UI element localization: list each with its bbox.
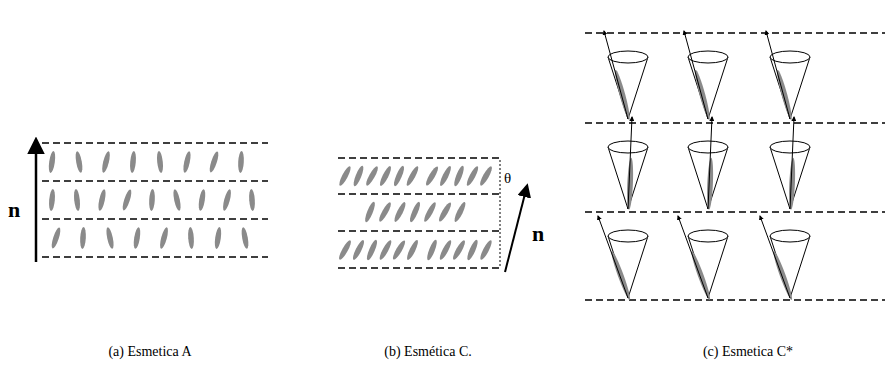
molecule — [208, 151, 220, 174]
director-label: n — [8, 198, 20, 222]
molecule — [365, 239, 379, 261]
molecule — [172, 189, 182, 212]
molecule — [465, 239, 479, 261]
molecule — [352, 165, 365, 187]
molecule — [478, 239, 493, 261]
molecule — [452, 165, 465, 188]
molecule — [97, 189, 107, 212]
cone-rim — [770, 141, 810, 153]
dipole-arrow — [604, 31, 628, 119]
molecule — [392, 165, 406, 187]
molecule — [775, 69, 794, 121]
molecule — [451, 239, 467, 261]
molecule — [351, 239, 366, 261]
director-arrow — [35, 140, 38, 262]
molecule — [221, 189, 232, 212]
molecule — [453, 201, 468, 223]
molecule — [129, 151, 136, 173]
layer-lines — [42, 33, 885, 300]
molecules — [48, 151, 494, 262]
molecule — [363, 201, 376, 223]
dipole-arrow — [684, 31, 708, 119]
molecule — [437, 201, 453, 223]
cone-rim — [608, 51, 648, 63]
molecule — [156, 151, 164, 173]
cone-rim — [688, 141, 728, 153]
layer-normal — [500, 160, 501, 268]
dipole-arrow — [760, 216, 790, 298]
cone-rim — [770, 51, 810, 63]
cone-rim — [608, 230, 648, 242]
molecule — [105, 227, 115, 250]
panel-caption: (c) Esmetica C* — [703, 344, 793, 359]
molecule — [378, 239, 393, 261]
angle-label: θ — [504, 170, 511, 187]
molecule — [613, 69, 632, 121]
director-label: n — [532, 222, 544, 246]
molecule — [465, 165, 480, 187]
molecule — [425, 239, 438, 262]
molecule — [438, 239, 453, 261]
molecule — [609, 250, 632, 301]
director-arrow — [505, 186, 527, 272]
molecule — [149, 189, 156, 211]
dipole-arrow — [678, 216, 708, 298]
molecule — [393, 201, 408, 223]
dipole-arrow — [766, 31, 790, 119]
molecule — [240, 227, 249, 250]
dipole-arrow — [708, 117, 712, 209]
molecule — [422, 201, 437, 223]
molecule — [187, 227, 194, 249]
molecule — [438, 165, 453, 187]
molecule — [391, 239, 407, 261]
molecule — [405, 239, 420, 261]
molecule — [408, 201, 422, 223]
cone-rim — [688, 51, 728, 63]
cones — [598, 31, 810, 301]
molecule — [238, 151, 245, 173]
molecule — [378, 165, 393, 187]
cone-rim — [608, 141, 648, 153]
molecule — [337, 239, 353, 261]
molecule — [50, 227, 62, 250]
molecule — [364, 165, 380, 187]
dipole-arrow — [790, 117, 794, 209]
molecule — [48, 151, 57, 174]
dipole-arrow — [628, 117, 632, 209]
dipole-arrow — [598, 216, 628, 298]
molecule — [214, 227, 223, 250]
molecule — [198, 189, 207, 212]
molecule — [158, 227, 169, 250]
molecule — [121, 189, 133, 212]
molecule — [405, 165, 420, 187]
molecule — [182, 151, 192, 174]
molecule — [689, 250, 712, 301]
panel-caption: (b) Esmética C. — [384, 344, 471, 359]
cone-rim — [688, 230, 728, 242]
molecule — [74, 151, 83, 174]
molecule — [80, 227, 87, 249]
molecule — [424, 165, 440, 187]
molecule — [73, 189, 81, 211]
molecule — [478, 165, 494, 187]
molecule — [337, 165, 352, 187]
molecule — [248, 189, 255, 211]
molecule — [693, 69, 712, 121]
molecule — [771, 250, 794, 301]
molecule — [101, 151, 112, 174]
molecule — [48, 189, 55, 211]
molecule — [133, 227, 142, 250]
cone-rim — [770, 230, 810, 242]
molecule — [377, 201, 393, 223]
panel-caption: (a) Esmetica A — [108, 344, 191, 359]
